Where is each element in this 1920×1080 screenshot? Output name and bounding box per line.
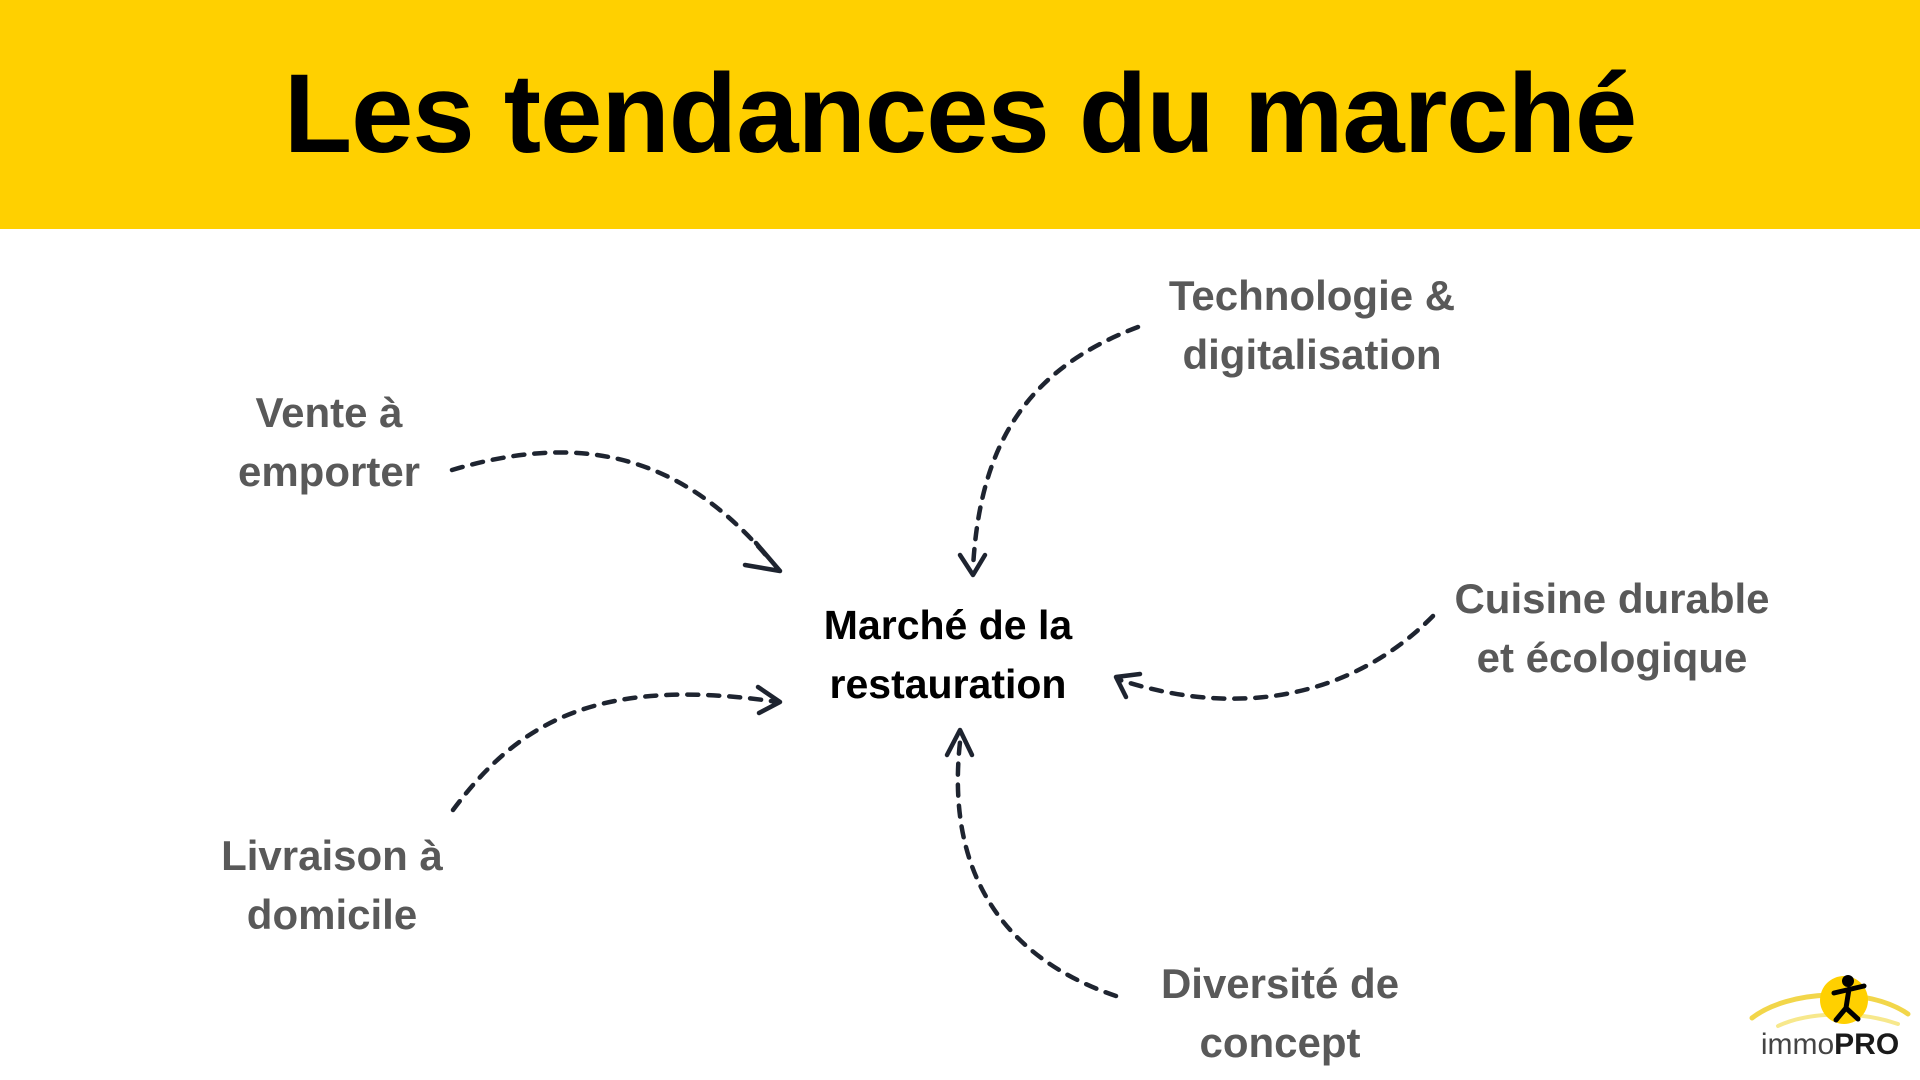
center-line1: Marché de la: [823, 602, 1073, 648]
logo-text-pro: PRO: [1834, 1028, 1900, 1061]
title-banner: [0, 0, 1920, 229]
arrow-technologie: [970, 324, 1141, 571]
trend-technologie-line2: digitalisation: [1182, 331, 1442, 378]
arrowhead-cuisine: [1113, 671, 1143, 700]
arrow-vente: [449, 450, 773, 563]
trend-technologie: Technologie & digitalisation: [1120, 266, 1504, 384]
arrow-livraison: [450, 692, 781, 813]
arrowhead-technologie: [957, 552, 988, 578]
trend-livraison: Livraison à domicile: [190, 826, 474, 944]
center-node: Marché de la restauration: [780, 596, 1116, 714]
trend-diversite: Diversité de concept: [1120, 954, 1440, 1072]
logo-text-immo: immo: [1760, 1028, 1835, 1061]
trend-cuisine-durable: Cuisine durable et écologique: [1420, 569, 1804, 687]
immopro-logo: immoPRO: [1748, 966, 1912, 1066]
trend-livraison-line1: Livraison à: [221, 832, 443, 879]
trend-vente-a-emporter: Vente à emporter: [200, 383, 458, 501]
page-title: Les tendances du marché: [283, 51, 1638, 176]
trend-cuisine-line1: Cuisine durable: [1454, 575, 1770, 622]
arrowhead-vente: [742, 540, 783, 574]
arrow-diversite: [955, 739, 1119, 999]
logo-text: immoPRO: [1748, 1028, 1912, 1062]
trend-vente-line2: emporter: [237, 448, 421, 495]
trend-vente-line1: Vente à: [255, 389, 403, 436]
trend-livraison-line2: domicile: [246, 891, 418, 938]
center-line2: restauration: [829, 661, 1067, 707]
trend-technologie-line1: Technologie &: [1168, 272, 1456, 319]
logo-mark-icon: [1749, 975, 1911, 1028]
trend-cuisine-line2: et écologique: [1476, 634, 1748, 681]
trend-diversite-line1: Diversité de: [1160, 960, 1400, 1007]
arrow-cuisine: [1117, 613, 1436, 701]
trend-diversite-line2: concept: [1199, 1019, 1361, 1066]
arrowhead-diversite: [944, 727, 975, 758]
arrowhead-livraison: [755, 684, 783, 716]
